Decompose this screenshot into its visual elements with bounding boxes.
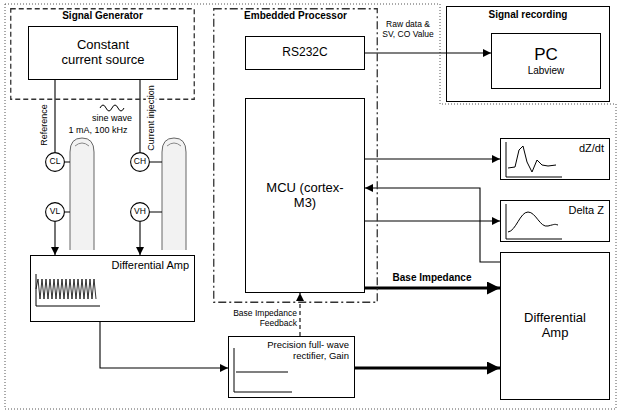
signal-arrow [365, 158, 500, 159]
node-label: RS232C [282, 46, 327, 60]
electrode-circle: VL [45, 202, 65, 222]
signal-arrow [139, 80, 140, 152]
finger [162, 138, 186, 250]
edge-label: Base Impedance [385, 272, 479, 284]
process-box: PCLabview [491, 33, 601, 89]
axes [234, 348, 292, 392]
signal-arrow [54, 80, 55, 152]
node-label: PC [534, 45, 558, 65]
electrode-circle: VH [130, 202, 150, 222]
signal-arrow [365, 52, 491, 53]
delta-z-waveform [508, 212, 558, 232]
group-title: Embedded Processor [244, 10, 347, 22]
edge-label: Base Impedance Feedback [231, 309, 299, 329]
system-outline [5, 4, 616, 409]
edge-label: Raw data & SV, CO Value [378, 20, 438, 40]
node-label: CL [50, 157, 61, 167]
amplifier-box: Differential Amp [30, 255, 195, 322]
node-label: Constant current source [55, 38, 151, 68]
dzdt-waveform [508, 146, 556, 172]
node-label: Labview [528, 65, 565, 77]
bus-arrow [365, 287, 500, 290]
electrode-circle: CH [130, 152, 150, 172]
output-box: Delta Z [500, 200, 610, 242]
node-label: MCU (cortex-M3) [260, 181, 350, 211]
electrode-circle: CL [45, 152, 65, 172]
group-box: Signal GeneratorConstant current source [10, 8, 195, 100]
node-label: VL [50, 207, 60, 217]
group-box: Signal recordingPCLabview [446, 6, 610, 102]
electrode-lead [64, 162, 162, 212]
output-box: dZ/dt [500, 138, 610, 180]
group-title: Signal recording [489, 9, 568, 21]
signal-label: 1 mA, 100 kHz [66, 125, 129, 135]
node-label: VH [134, 207, 146, 217]
dc-level [236, 371, 288, 372]
process-box: Constant current source [28, 26, 178, 80]
axes [36, 274, 100, 306]
carrier-waveform [36, 279, 96, 299]
signal-label: Current injection [146, 83, 156, 153]
node-label: dZ/dt [579, 142, 604, 155]
group-title: Signal Generator [62, 10, 143, 22]
amplifier-box: Differential Amp [500, 252, 610, 400]
fingernail [75, 143, 89, 146]
axes [506, 142, 562, 177]
process-box: MCU (cortex-M3) [245, 98, 365, 293]
node-label: Precision full- wave rectifier, Gain [253, 340, 349, 362]
signal-arrow [365, 188, 500, 262]
signal-label: sine wave [90, 113, 134, 123]
signal-arrow [100, 322, 228, 368]
sine-symbol [100, 105, 124, 111]
fingernail [167, 143, 181, 146]
node-label: Delta Z [569, 204, 604, 217]
finger [70, 138, 94, 250]
node-label: CH [134, 157, 146, 167]
signal-arrow [299, 293, 300, 336]
signal-arrow [139, 222, 140, 255]
node-label: Differential Amp [515, 311, 595, 341]
group-box: Embedded ProcessorRS232C MCU (cortex-M3) [213, 8, 378, 303]
signal-arrow [54, 222, 55, 255]
node-label: Differential Amp [112, 259, 189, 272]
axes [506, 204, 562, 239]
signal-label: Reference [39, 102, 49, 148]
rectifier-box: Precision full- wave rectifier, Gain [228, 336, 355, 398]
process-box: RS232C [245, 36, 365, 70]
bus-arrow [355, 367, 500, 370]
